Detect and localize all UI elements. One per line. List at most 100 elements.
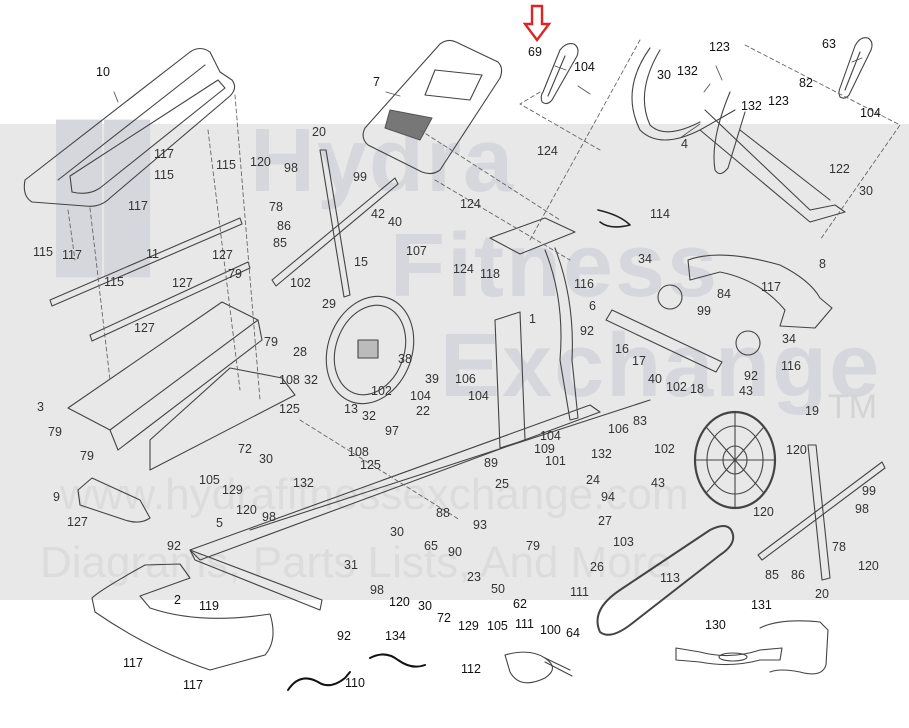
- callout-part-79: 79: [264, 335, 278, 349]
- callout-part-112: 112: [461, 662, 481, 676]
- callout-part-106: 106: [608, 422, 629, 436]
- callout-part-24: 24: [586, 473, 600, 487]
- part-4-handlebar: [631, 47, 846, 223]
- callout-part-104: 104: [574, 60, 595, 74]
- callout-part-130: 130: [705, 618, 726, 632]
- callout-part-117: 117: [761, 280, 781, 294]
- callout-part-102: 102: [290, 276, 311, 290]
- callout-part-34: 34: [638, 252, 652, 266]
- callout-part-116: 116: [574, 277, 594, 291]
- part-110-cord: [287, 671, 351, 691]
- callout-part-32: 32: [362, 409, 376, 423]
- part-113-belt: [596, 525, 735, 636]
- callout-part-20: 20: [312, 125, 326, 139]
- callout-part-28: 28: [293, 345, 307, 359]
- callout-part-89: 89: [484, 456, 498, 470]
- callout-part-78: 78: [832, 540, 846, 554]
- callout-part-127: 127: [172, 276, 193, 290]
- callout-part-103: 103: [613, 535, 634, 549]
- callout-part-83: 83: [633, 414, 647, 428]
- watermark-brand-line1: Hydra: [250, 111, 516, 211]
- callout-part-50: 50: [491, 582, 505, 596]
- callout-part-43: 43: [651, 476, 665, 490]
- watermark-tagline: Diagrams, Parts Lists, And More: [40, 538, 671, 587]
- callout-part-104: 104: [860, 106, 881, 120]
- callout-part-98: 98: [370, 583, 384, 597]
- part-10-upper-shroud: [23, 47, 236, 207]
- callout-part-110: 110: [345, 676, 365, 690]
- callout-part-102: 102: [654, 442, 675, 456]
- callout-part-116: 116: [781, 359, 801, 373]
- callout-part-88: 88: [436, 506, 450, 520]
- callout-part-102: 102: [371, 384, 392, 398]
- part-114-wire: [597, 209, 631, 228]
- callout-part-65: 65: [424, 539, 438, 553]
- callout-part-79: 79: [526, 539, 540, 553]
- callout-part-120: 120: [236, 503, 257, 517]
- part-20-right-crank: [757, 444, 886, 581]
- callout-part-132: 132: [591, 447, 612, 461]
- callout-part-98: 98: [262, 510, 276, 524]
- part-69-handle-cover: [540, 43, 579, 105]
- callout-part-108: 108: [279, 373, 300, 387]
- part-20-crank-arm: [271, 149, 399, 298]
- callout-part-98: 98: [855, 502, 869, 516]
- part-1-frame-upright: [489, 217, 579, 449]
- callout-part-6: 6: [589, 299, 596, 313]
- callout-part-108: 108: [348, 445, 369, 459]
- callout-part-117: 117: [62, 248, 82, 262]
- callout-part-134: 134: [385, 629, 406, 643]
- part-2-front-shroud: [91, 563, 274, 671]
- callout-part-100: 100: [540, 623, 561, 637]
- callout-part-123: 123: [768, 94, 789, 108]
- callout-part-99: 99: [353, 170, 367, 184]
- callout-part-2: 2: [174, 593, 181, 607]
- callout-part-117: 117: [128, 199, 148, 213]
- callout-part-113: 113: [660, 571, 680, 585]
- callout-part-90: 90: [448, 545, 462, 559]
- callout-part-120: 120: [389, 595, 410, 609]
- callout-part-101: 101: [545, 454, 566, 468]
- callout-part-92: 92: [744, 369, 758, 383]
- callout-part-104: 104: [540, 429, 561, 443]
- watermark-brand-line2: Fitness: [390, 216, 720, 316]
- callout-part-30: 30: [390, 525, 404, 539]
- callout-part-30: 30: [859, 184, 873, 198]
- callout-part-30: 30: [418, 599, 432, 613]
- part-7-console: [362, 39, 503, 175]
- callout-part-124: 124: [460, 197, 481, 211]
- callout-part-26: 26: [590, 560, 604, 574]
- part-8-rear-shroud: [687, 254, 833, 329]
- callout-part-78: 78: [269, 200, 283, 214]
- callout-part-63: 63: [822, 37, 836, 51]
- callout-part-30: 30: [259, 452, 273, 466]
- callout-part-132: 132: [677, 64, 698, 78]
- part-19-fan-wheel: [693, 410, 777, 510]
- callout-part-85: 85: [765, 568, 779, 582]
- callout-part-127: 127: [67, 515, 88, 529]
- callout-part-11: 11: [146, 247, 159, 261]
- callout-part-111: 111: [570, 585, 590, 599]
- callout-part-31: 31: [344, 558, 358, 572]
- callout-part-82: 82: [799, 76, 813, 90]
- callout-part-97: 97: [385, 424, 399, 438]
- callout-part-69: 69: [528, 45, 542, 59]
- callout-part-86: 86: [791, 568, 805, 582]
- callout-part-85: 85: [273, 236, 287, 250]
- part-11-rail: [49, 217, 251, 342]
- callout-part-16: 16: [615, 342, 629, 356]
- watermark-band: [0, 124, 909, 600]
- callout-part-4: 4: [681, 137, 688, 151]
- callout-part-115: 115: [104, 275, 124, 289]
- callout-part-115: 115: [33, 245, 53, 259]
- callout-part-79: 79: [80, 449, 94, 463]
- callout-part-102: 102: [666, 380, 687, 394]
- callout-part-5: 5: [216, 516, 223, 530]
- callout-part-119: 119: [199, 599, 219, 613]
- callout-part-9: 9: [53, 490, 60, 504]
- callout-part-92: 92: [167, 539, 181, 553]
- part-6-rear-stabilizer: [605, 284, 761, 373]
- watermark-url: www.hydrafitnessexchange.com: [60, 470, 689, 519]
- part-130-chest-strap: [675, 647, 783, 666]
